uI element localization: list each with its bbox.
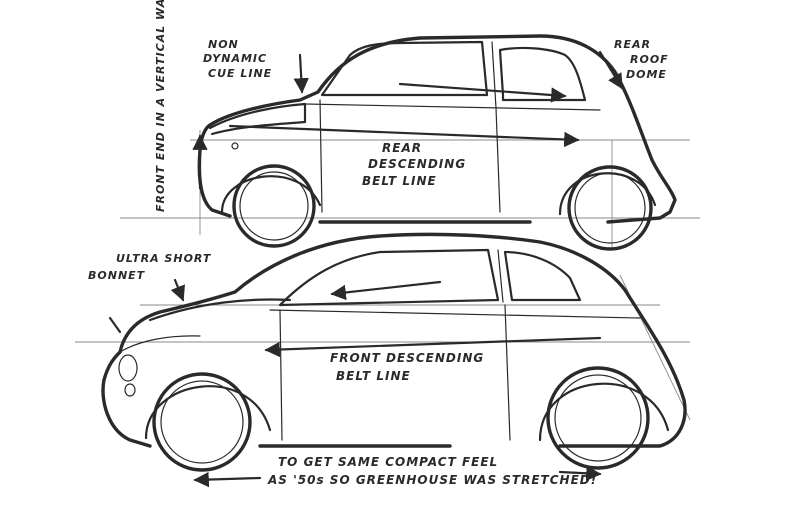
roof-dome-arrow	[598, 50, 624, 90]
annotation-non-dynamic-3: CUE LINE	[208, 67, 272, 80]
annotation-rear-belt-2: DESCENDING	[368, 157, 466, 171]
rear-window-arrow	[398, 82, 567, 103]
stretch-arrow-right	[558, 465, 602, 481]
modern-car-outline	[101, 232, 687, 448]
annotation-rear-roof-1: REAR	[614, 38, 651, 51]
classic-car-front-wheel	[232, 164, 316, 248]
annotation-non-dynamic-2: DYNAMIC	[203, 52, 267, 65]
modern-car-front-wheel	[152, 372, 252, 472]
classic-car-outline	[197, 34, 677, 224]
window-stretch-arrow	[330, 280, 442, 301]
bonnet-arrow	[170, 278, 186, 302]
annotation-rear-roof-3: DOME	[626, 68, 667, 81]
annotation-bottom-2: AS '50s SO GREENHOUSE WAS STRETCHED!	[267, 473, 597, 487]
classic-car-rear-wheel	[567, 165, 653, 251]
annotation-non-dynamic-1: NON	[208, 38, 239, 51]
annotation-rear-belt-3: BELT LINE	[362, 174, 437, 188]
rear-beltline-arrow	[228, 124, 580, 148]
annotation-ultra-short-2: BONNET	[88, 269, 146, 282]
bonnet-bracket	[108, 316, 122, 334]
annotation-front-belt-2: BELT LINE	[336, 369, 411, 383]
annotation-ultra-short-1: ULTRA SHORT	[116, 252, 212, 265]
annotation-rear-roof-2: ROOF	[630, 53, 669, 66]
annotation-front-belt-1: FRONT DESCENDING	[330, 351, 484, 365]
annotation-rear-belt-1: REAR	[382, 141, 422, 155]
stretch-arrow-left	[193, 471, 262, 488]
cue-line-arrow	[293, 53, 309, 94]
annotation-bottom-1: TO GET SAME COMPACT FEEL	[278, 455, 498, 469]
annotation-front-end-vertical: FRONT END IN A VERTICAL WALL	[154, 0, 167, 212]
front-beltline-arrow	[264, 336, 602, 358]
